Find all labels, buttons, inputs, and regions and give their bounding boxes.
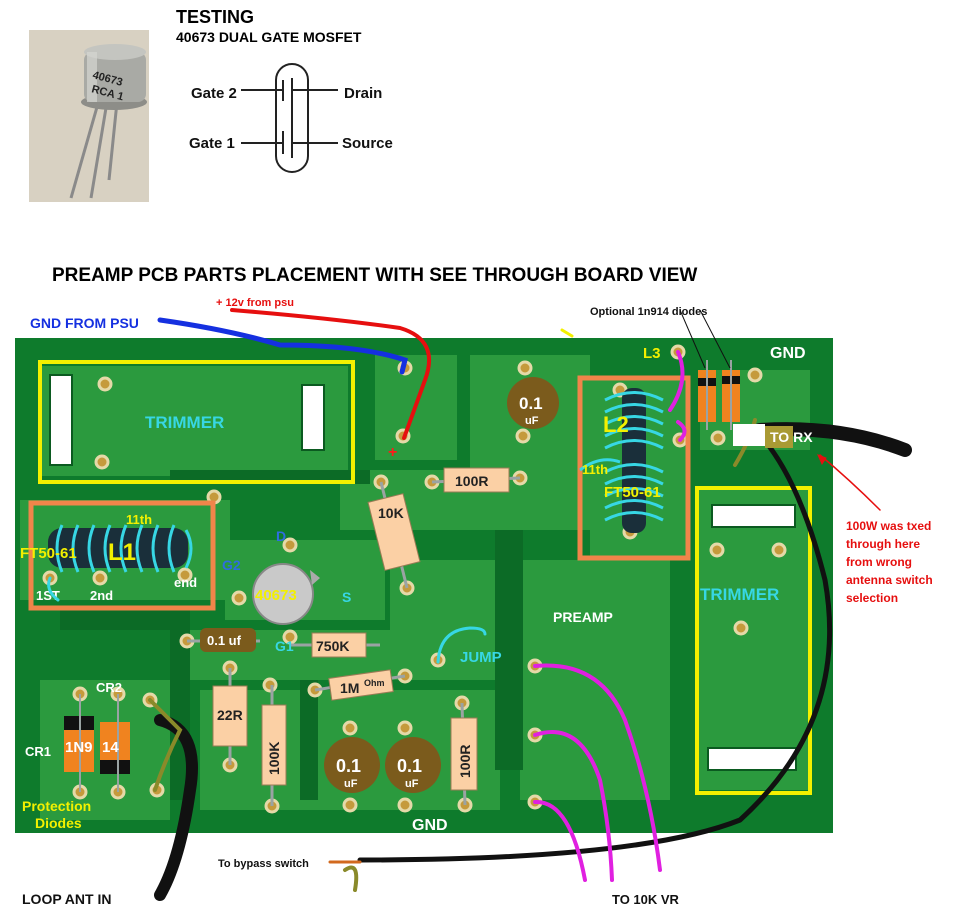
r1m-label: 1M	[340, 680, 359, 696]
warning-line-1: 100W was txed	[846, 519, 931, 533]
to-rx-label: TO RX	[770, 429, 813, 445]
cap-top-value: 0.1	[519, 394, 543, 413]
r750k-label: 750K	[316, 638, 349, 654]
protection-label-2: Diodes	[35, 815, 82, 831]
l1-end: end	[174, 575, 197, 590]
r10k-label: 10K	[378, 505, 404, 521]
right-trimmer: TRIMMER	[695, 486, 812, 795]
warning-line-4: antenna switch	[846, 573, 933, 587]
cap-b1-unit: uF	[344, 778, 358, 790]
l1-11th: 11th	[126, 512, 152, 527]
cap-b2-value: 0.1	[397, 756, 422, 776]
transistor-photo: 40673 RCA 1	[29, 30, 149, 202]
l1-core: FT50-61	[20, 545, 77, 562]
resistors: 100R 10K 750K 1M Ohm 22R 100K 100R	[212, 467, 521, 806]
fet-d: D	[276, 528, 286, 544]
protection-diodes: 1N9 14 CR1 CR2 Protection Diodes	[22, 680, 130, 831]
to-bypass-label: To bypass switch	[218, 858, 309, 870]
l3-label: L3	[643, 345, 661, 362]
drain-label: Drain	[344, 85, 382, 102]
preamp-label: PREAMP	[553, 609, 613, 625]
rx-terminal	[733, 424, 765, 446]
cap-b2-unit: uF	[405, 778, 419, 790]
section-title: PREAMP PCB PARTS PLACEMENT WITH SEE THRO…	[52, 265, 698, 286]
mosfet-schematic: Gate 2 Gate 1 Drain Source	[189, 63, 393, 173]
r100k-label: 100K	[266, 742, 282, 775]
l1-coil: FT50-61 L1 11th 1ST 2nd end	[20, 500, 216, 611]
protection-label-1: Protection	[22, 798, 91, 814]
gnd-bottom-label: GND	[412, 817, 448, 834]
fet-40673: 40673 D G2 G1 S	[222, 528, 351, 654]
gate1-label: Gate 1	[189, 135, 235, 152]
plus-marker: +	[388, 444, 397, 461]
gate2-label: Gate 2	[191, 85, 237, 102]
diode-label-b: 14	[102, 739, 119, 756]
trimmer-right-label: TRIMMER	[700, 585, 779, 604]
optional-diodes	[679, 309, 740, 430]
l2-core: FT50-61	[604, 484, 661, 501]
plus12v-label: + 12v from psu	[216, 297, 294, 309]
header-subtitle: 40673 DUAL GATE MOSFET	[176, 29, 362, 45]
warning-line-2: through here	[846, 537, 920, 551]
r22r-label: 22R	[217, 707, 243, 723]
warning-line-5: selection	[846, 591, 898, 605]
l2-11th: 11th	[582, 462, 608, 477]
fet-label: 40673	[255, 587, 297, 604]
diode-label-a: 1N9	[65, 739, 93, 756]
jump-label: JUMP	[460, 649, 502, 666]
l1-label: L1	[108, 539, 136, 566]
l1-2nd: 2nd	[90, 588, 113, 603]
left-trimmer: TRIMMER	[38, 360, 355, 484]
warning-line-3: from wrong	[846, 555, 912, 569]
fet-g2: G2	[222, 557, 241, 573]
l2-coil: L2 11th FT50-61	[577, 375, 691, 561]
cap-01uf-label: 0.1 uf	[207, 633, 242, 648]
r100r-bottom-label: 100R	[457, 745, 473, 778]
warning-note: 100W was txed through here from wrong an…	[846, 519, 933, 605]
l2-label: L2	[603, 412, 629, 437]
optional-diodes-label: Optional 1n914 diodes	[590, 306, 707, 318]
cap-b1-value: 0.1	[336, 756, 361, 776]
header-title: TESTING	[176, 7, 255, 27]
gnd-from-psu-label: GND FROM PSU	[30, 315, 139, 331]
source-label: Source	[342, 135, 393, 152]
capacitors: 0.1 uF 0.1 uf 0.1 uF 0.1 uF	[187, 377, 559, 793]
loop-ant-in-label: LOOP ANT IN	[22, 891, 111, 907]
fet-s: S	[342, 589, 351, 605]
l1-1st: 1ST	[36, 588, 60, 603]
cr1-label: CR1	[25, 744, 51, 759]
trimmer-left-label: TRIMMER	[145, 413, 224, 432]
r100r-top-label: 100R	[455, 473, 488, 489]
gnd-top-label: GND	[770, 345, 806, 362]
cr2-label: CR2	[96, 680, 122, 695]
fet-g1: G1	[275, 638, 294, 654]
to-10k-vr-label: TO 10K VR	[612, 892, 680, 907]
rx-terminal-body	[765, 426, 793, 448]
transistor-photo-drawing: 40673 RCA 1	[29, 30, 149, 202]
cap-top-unit: uF	[525, 415, 539, 427]
r1m-unit: Ohm	[364, 678, 385, 688]
